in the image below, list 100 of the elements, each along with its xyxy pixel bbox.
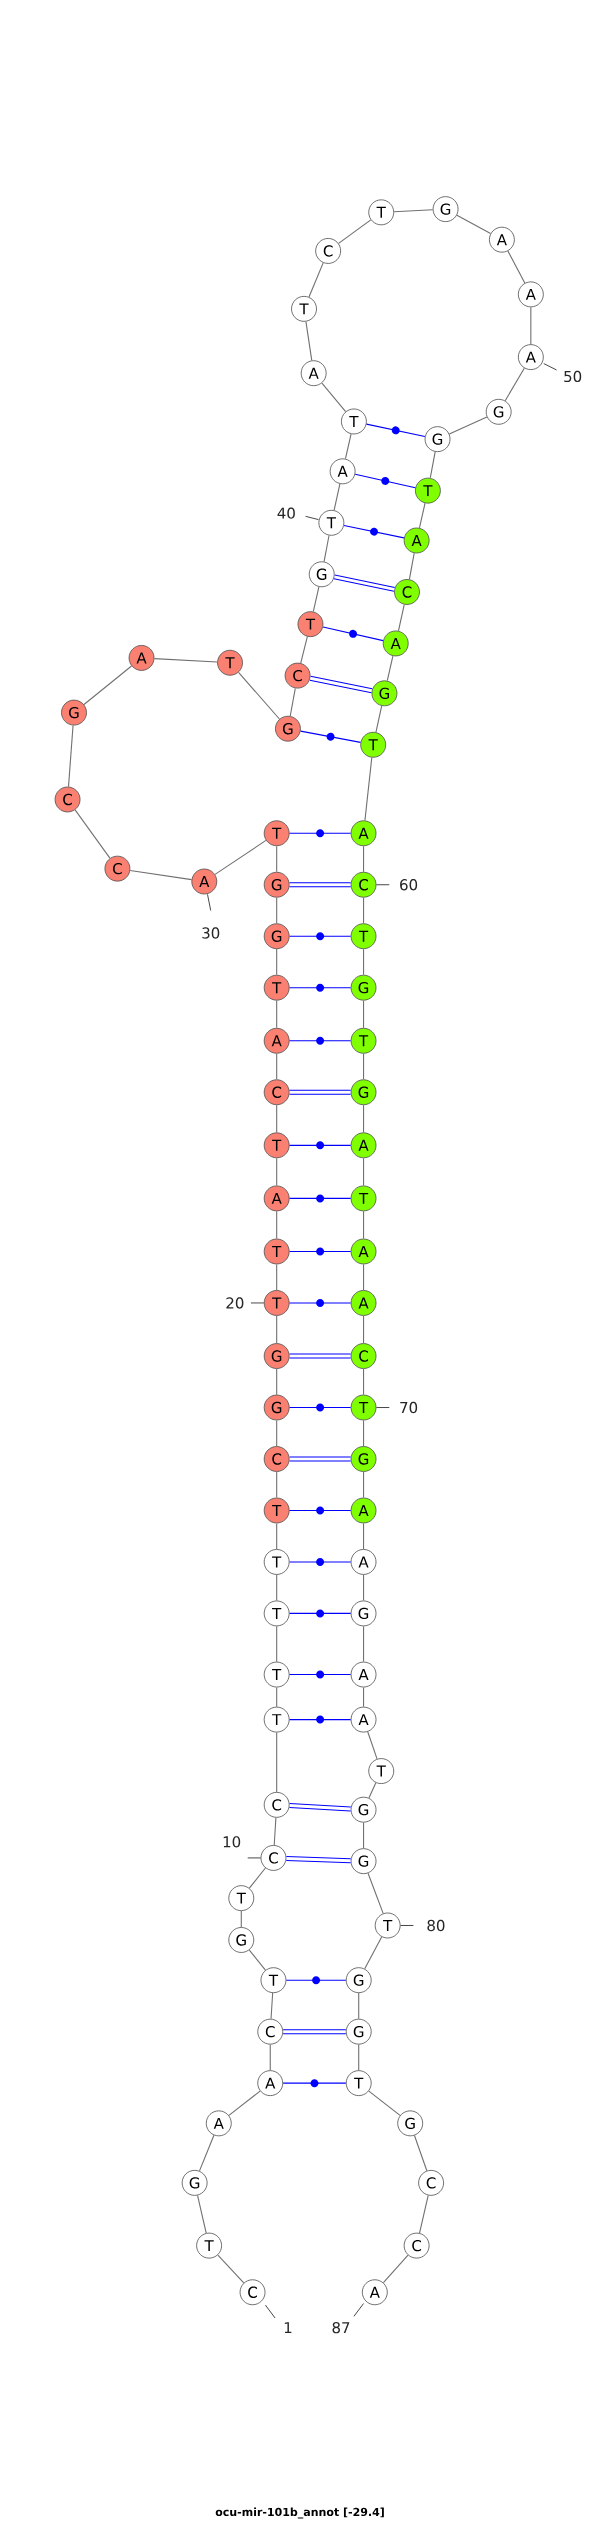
- backbone-line: [129, 870, 193, 881]
- backbone-line: [363, 1210, 365, 1240]
- backbone-line: [504, 367, 525, 402]
- backbone-line: [312, 586, 320, 613]
- base-pair-line: [285, 1976, 347, 1985]
- backbone-line: [217, 2254, 245, 2284]
- backbone-line: [363, 1053, 365, 1080]
- position-number: 10: [223, 1836, 241, 1848]
- backbone-line: [397, 604, 405, 632]
- backbone-line: [530, 306, 532, 345]
- backbone-line: [276, 1368, 278, 1396]
- backbone-line: [418, 2194, 429, 2234]
- backbone-line: [363, 1157, 365, 1187]
- backbone-line: [368, 2090, 401, 2116]
- base-pair-line: [365, 423, 426, 438]
- position-number: 87: [332, 2321, 350, 2334]
- backbone-line: [363, 948, 365, 976]
- backbone-line: [197, 2194, 207, 2234]
- base-pair-line: [289, 1353, 351, 1359]
- base-pair-line: [289, 1141, 352, 1150]
- base-pair-line: [289, 1456, 351, 1462]
- backbone-line: [364, 1936, 383, 1970]
- base-pair-line: [286, 1855, 351, 1864]
- backbone-line: [358, 2044, 360, 2071]
- backbone-line: [276, 1731, 278, 1793]
- backbone-line: [367, 1731, 378, 1760]
- position-number: 50: [564, 370, 582, 383]
- position-number: 60: [400, 879, 418, 891]
- base-pair-line: [289, 1506, 352, 1515]
- base-pair-line: [289, 1609, 352, 1618]
- backbone-line: [363, 1686, 365, 1708]
- title: ocu-mir-101b_annot [-29.4]: [215, 2507, 384, 2519]
- backbone-line: [276, 897, 278, 924]
- base-pair-line: [354, 473, 416, 489]
- position-number: 40: [277, 507, 295, 519]
- base-pair-line: [289, 1247, 352, 1256]
- backbone-line: [300, 636, 308, 664]
- backbone-line: [276, 1625, 278, 1663]
- backbone-line: [276, 845, 278, 873]
- backbone-line: [67, 724, 74, 788]
- backbone-line: [364, 757, 373, 821]
- base-pair-line: [343, 524, 405, 539]
- base-pair-line: [289, 1298, 352, 1307]
- base-pair-line: [289, 1557, 352, 1566]
- backbone-line: [418, 502, 426, 529]
- backbone-line: [344, 433, 352, 460]
- base-pair-line: [289, 1194, 352, 1203]
- base-pair-line: [289, 1670, 352, 1679]
- backbone-line: [198, 2134, 215, 2172]
- base-pair-line: [289, 1803, 351, 1812]
- base-pair-line: [300, 730, 362, 743]
- backbone-line: [363, 897, 365, 924]
- backbone-line: [456, 214, 492, 235]
- backbone-line: [308, 262, 324, 298]
- backbone-line: [338, 219, 372, 244]
- backbone-line: [333, 483, 341, 511]
- backbone-line: [269, 2044, 271, 2071]
- base-pair-line: [289, 1089, 351, 1095]
- backbone-line: [363, 1368, 365, 1396]
- backbone-line: [408, 552, 415, 580]
- position-number: 1: [284, 2322, 292, 2334]
- backbone-line: [248, 1949, 266, 1971]
- backbone-line: [214, 839, 267, 875]
- backbone-line: [363, 1522, 365, 1550]
- base-pair-line: [289, 882, 351, 888]
- backbone-line: [363, 1104, 365, 1133]
- backbone-line: [273, 1817, 277, 1846]
- backbone-line: [363, 1000, 365, 1029]
- position-number: 20: [226, 1297, 244, 1309]
- backbone-line: [238, 671, 280, 720]
- position-number: 70: [400, 1401, 418, 1414]
- backbone-line: [276, 1574, 278, 1602]
- backbone-line: [363, 1315, 365, 1344]
- backbone-line: [368, 1782, 377, 1799]
- base-pair-line: [289, 1715, 352, 1724]
- backbone-line: [358, 1992, 360, 2020]
- backbone-line: [153, 658, 218, 663]
- backbone-line: [276, 948, 278, 976]
- base-pair-line: [333, 574, 395, 592]
- base-pair-line: [289, 983, 352, 992]
- base-pair-line: [309, 675, 373, 694]
- backbone-line: [363, 1625, 365, 1663]
- position-number: 30: [202, 927, 220, 939]
- backbone-line: [448, 416, 488, 435]
- backbone-line: [393, 209, 434, 213]
- base-pair-line: [322, 626, 384, 642]
- base-pair-line: [289, 1403, 352, 1412]
- base-pair-line: [289, 829, 352, 838]
- backbone-line: [363, 1574, 365, 1602]
- backbone-line: [83, 665, 133, 706]
- backbone-line: [276, 1210, 278, 1240]
- base-pair-line: [282, 2079, 347, 2088]
- backbone-line: [321, 382, 347, 413]
- backbone-line: [276, 1419, 278, 1447]
- backbone-line: [429, 451, 436, 479]
- backbone-line: [228, 2090, 261, 2116]
- backbone-line: [323, 534, 330, 563]
- backbone-line: [276, 1000, 278, 1029]
- backbone-line: [289, 687, 296, 717]
- base-pair-line: [289, 1036, 352, 1045]
